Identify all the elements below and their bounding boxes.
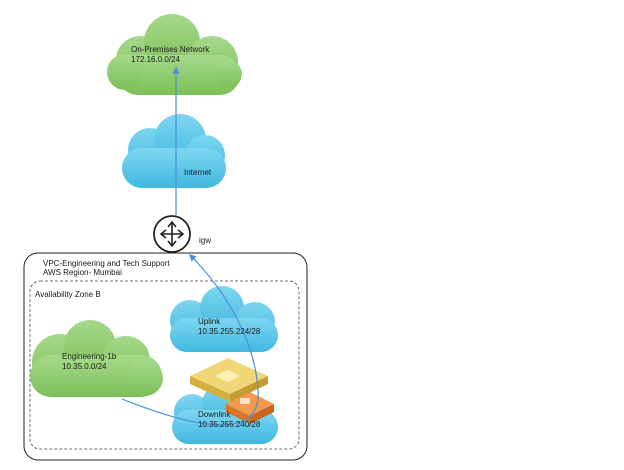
engineering-cloud [30, 320, 163, 397]
availability-zone-label: Availability Zone B [35, 290, 101, 299]
appliance-icon [190, 358, 274, 424]
downlink-name: Downlink [198, 410, 231, 419]
vpc-region: AWS Region- Mumbai [43, 268, 122, 277]
uplink-cloud [170, 286, 278, 352]
on-premises-name: On-Premises Network [131, 45, 210, 54]
vpc-title: VPC-Engineering and Tech Support [43, 259, 170, 268]
internet-label: Internet [184, 168, 212, 177]
engineering-cidr: 10.35.0.0/24 [62, 362, 107, 371]
engineering-name: Engineering-1b [62, 352, 117, 361]
on-premises-cloud [107, 14, 242, 95]
availability-zone-boundary [29, 280, 300, 450]
connection-engineering-to-igw [121, 253, 259, 426]
igw-label: igw [199, 236, 212, 245]
on-premises-cidr: 172.16.0.0/24 [131, 55, 180, 64]
vpc-boundary [23, 252, 308, 461]
uplink-name: Uplink [198, 317, 221, 326]
router-icon [153, 215, 191, 253]
internet-cloud [122, 114, 226, 188]
downlink-cidr: 10.35.255.240/28 [198, 420, 261, 429]
uplink-cidr: 10.35.255.224/28 [198, 327, 261, 336]
